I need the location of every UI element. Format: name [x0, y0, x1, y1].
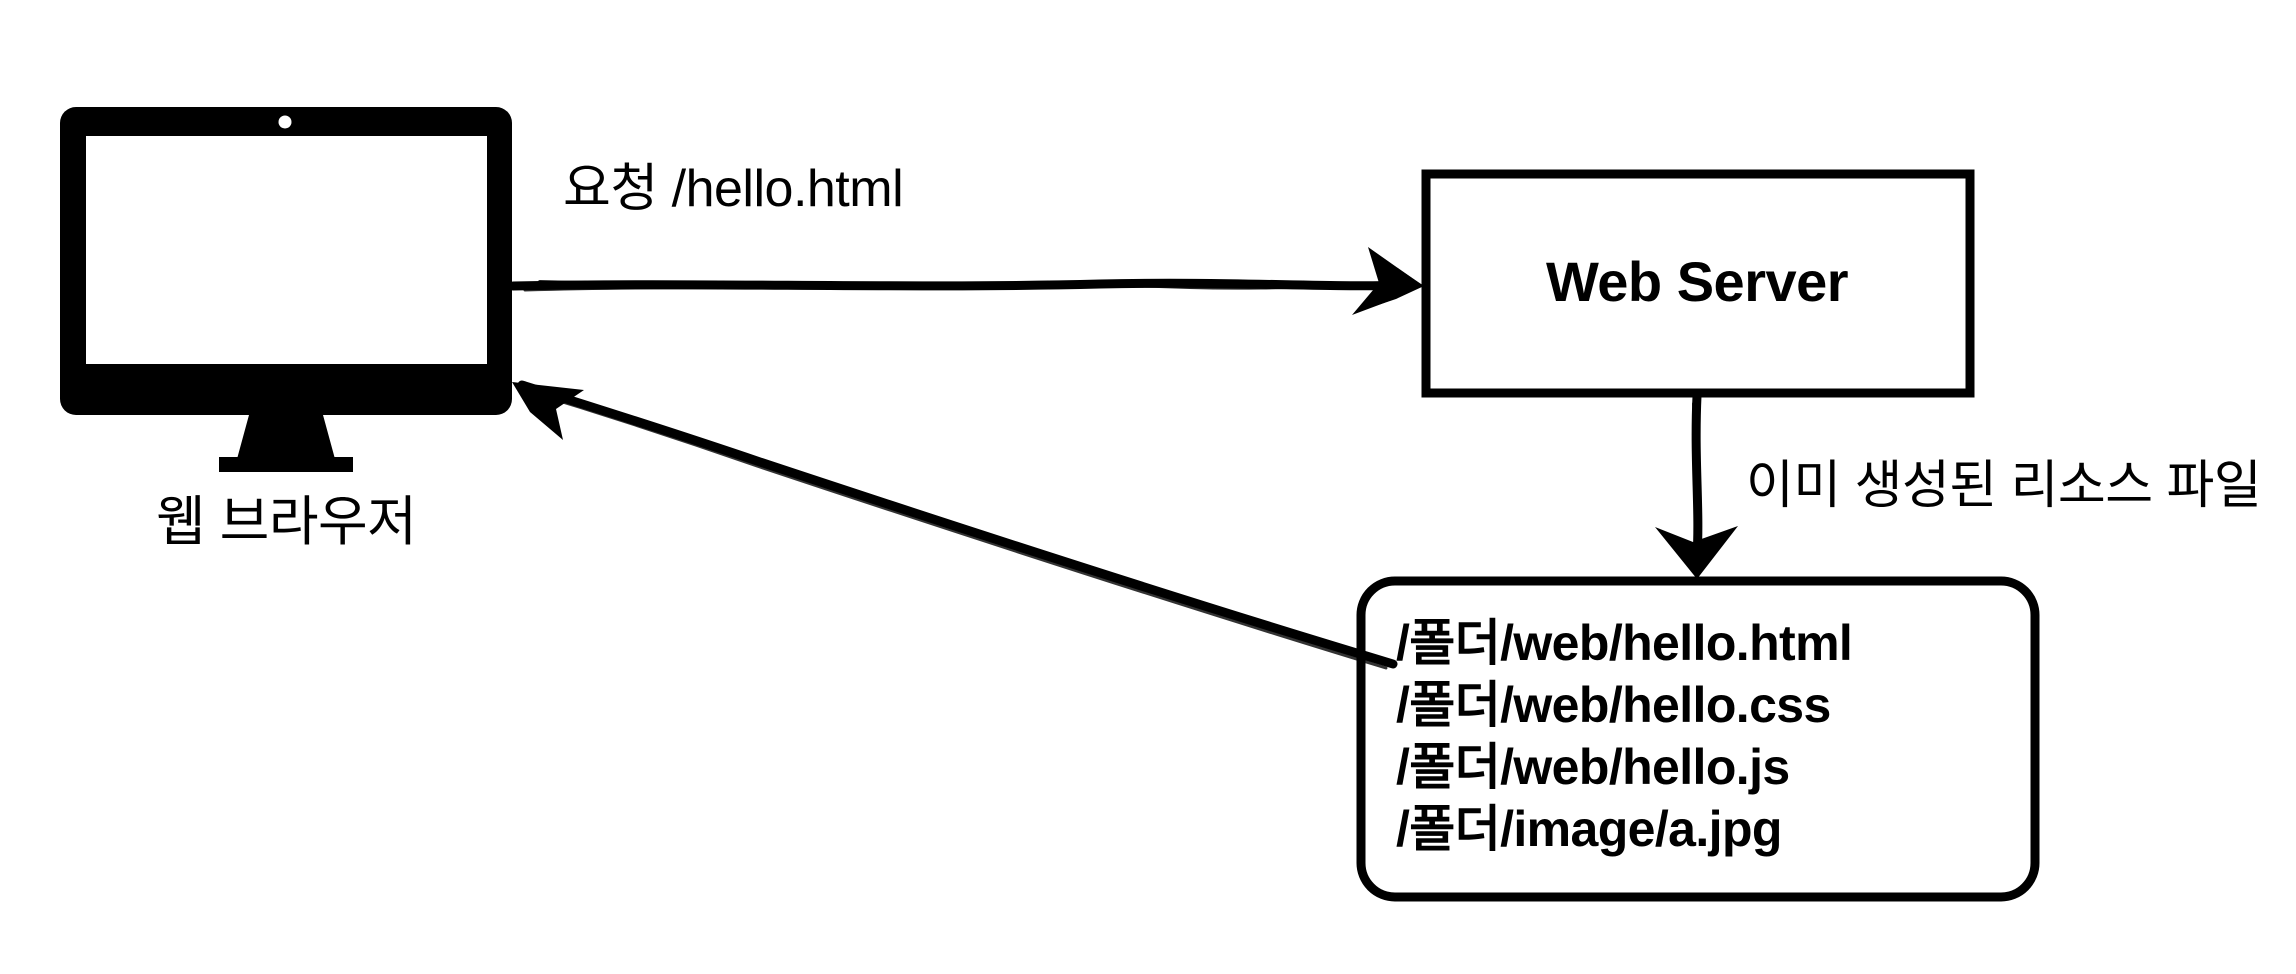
resource-file-item: /폴더/image/a.jpg — [1396, 801, 1782, 857]
web-server-node-label: Web Server — [1545, 250, 1849, 313]
browser-node-label: 웹 브라우저 — [156, 492, 417, 552]
resource-file-list: /폴더/web/hello.html /폴더/web/hello.css /폴더… — [1396, 612, 1853, 860]
serve-arrow-label: 이미 생성된 리소스 파일 — [1746, 457, 2262, 515]
response-arrow — [512, 380, 1398, 670]
resource-files-box — [1356, 576, 2040, 902]
resource-file-item: /폴더/web/hello.html — [1396, 615, 1853, 671]
resource-file-item: /폴더/web/hello.js — [1396, 739, 1790, 795]
request-arrow-label: 요청 /hello.html — [563, 160, 904, 218]
desktop-monitor-icon — [60, 107, 512, 472]
request-arrow — [508, 247, 1424, 315]
resource-file-item: /폴더/web/hello.css — [1396, 677, 1831, 733]
serve-arrow — [1655, 391, 1738, 579]
